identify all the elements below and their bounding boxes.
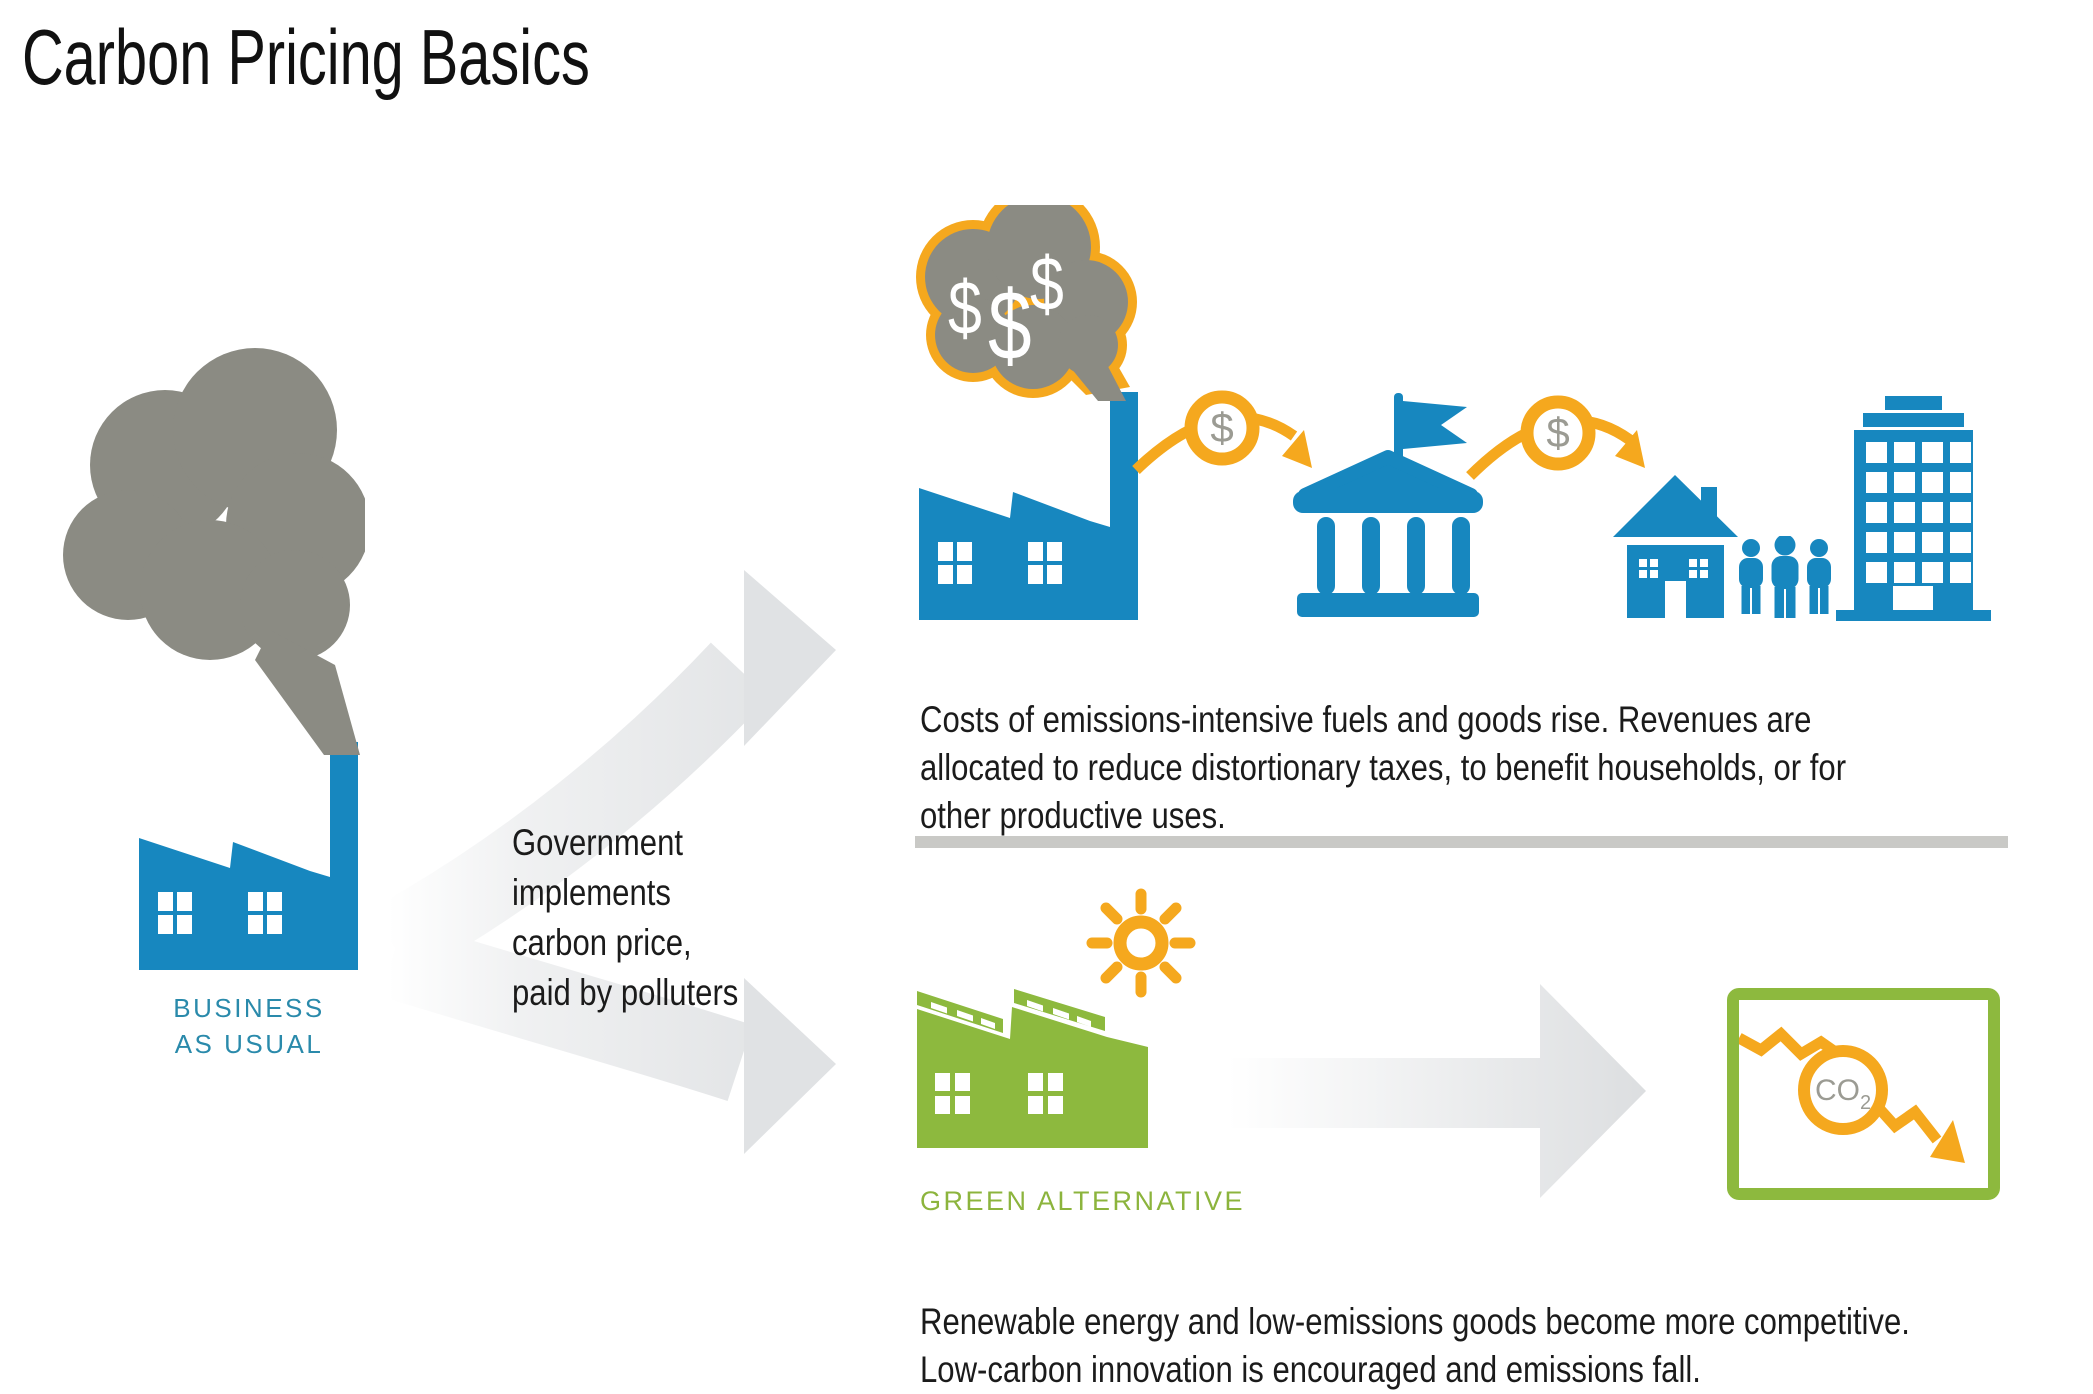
solar-panels [917,989,1105,1033]
curved-arrow-down-head [744,978,836,1154]
building-base [1836,610,1991,621]
factory-icon [138,740,360,970]
renewables-caption: Renewable energy and low-emissions goods… [920,1301,1910,1390]
page-title: Carbon Pricing Basics [22,13,590,101]
co2-decline-icon: CO2 [1739,1026,1965,1163]
coin-dollar-text: $ [1546,409,1569,456]
dollar-coin-icon [1520,395,1596,471]
flag-pole [1394,393,1403,465]
office-building-icon [1836,396,1991,621]
business-as-usual-label: BUSINESS AS USUAL [173,993,325,1059]
house-roof [1613,475,1738,537]
house-icon [1613,475,1738,618]
building-base [1297,593,1479,617]
section-divider [915,836,2008,848]
column [1317,517,1335,595]
pediment [1298,450,1478,502]
house-chimney [1701,487,1717,523]
polluter-factory-icon [918,390,1140,620]
column [1362,517,1380,595]
curved-arrow-down [388,919,753,1102]
green-alternative-label: GREEN ALTERNATIVE [920,1186,1246,1216]
government-building-icon [1293,393,1483,617]
flag-icon [1403,401,1467,449]
people-icon [1739,536,1831,618]
column [1452,517,1470,595]
money-smoke-cloud-icon: $ $ $ [916,205,1141,405]
sun-icon [1086,888,1196,998]
cloud-dollar-sign: $ [988,270,1032,380]
arc2-arrowhead [1615,430,1645,468]
co2-decline-panel: CO2 [1727,988,2000,1200]
curved-arrow-up [388,642,770,979]
coin-dollar-text: $ [1210,404,1233,451]
cloud-dollar-sign: $ [948,266,982,351]
dollar-coin-icon [1184,390,1260,466]
right-arrow-icon [1228,984,1646,1198]
co2-ring [1798,1045,1888,1135]
building-door [1893,586,1933,610]
payment-arc1-icon: $ [1132,390,1312,474]
cloud-smoke [925,205,1128,401]
column [1407,517,1425,595]
co2-text: CO2 [1815,1074,1871,1114]
curved-arrows-icon [388,570,836,1154]
arc1-arrowhead [1282,430,1312,468]
government-caption: Government implements carbon price, paid… [512,822,739,1013]
revenues-caption: Costs of emissions-intensive fuels and g… [920,699,1847,836]
cloud-dollar-sign: $ [1030,242,1064,327]
decline-arrowhead [1930,1120,1965,1163]
house-door [1665,581,1686,618]
green-factory-icon [917,989,1148,1148]
curved-arrow-up-head [744,570,836,746]
smoke-cloud-icon [63,348,365,755]
payment-arc2-icon: $ [1466,395,1645,480]
